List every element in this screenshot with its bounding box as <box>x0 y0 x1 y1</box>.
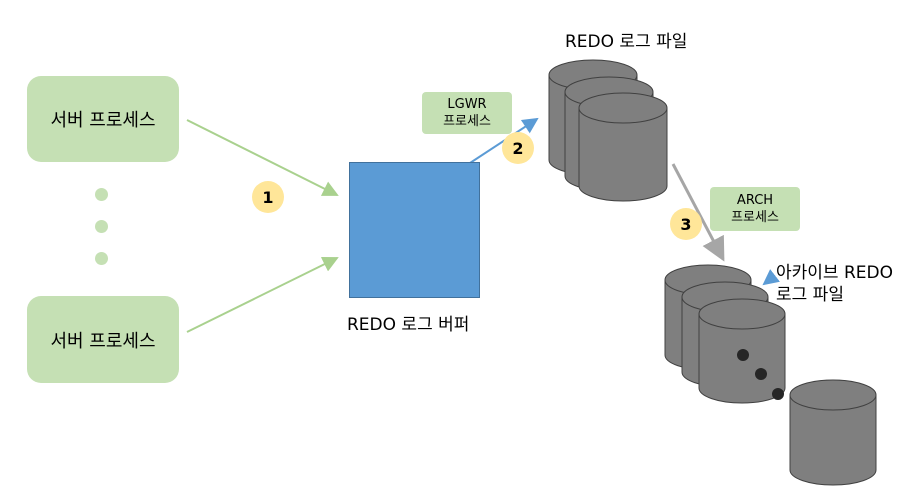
arch-name: ARCH <box>736 193 774 208</box>
arch-process-box: ARCH 프로세스 <box>710 187 800 231</box>
redo-log-buffer-label: REDO 로그 버퍼 <box>347 315 470 335</box>
arch-process-label: 프로세스 <box>731 210 779 225</box>
vertical-ellipsis-dot <box>95 220 108 233</box>
server-process-label: 서버 프로세스 <box>50 110 156 131</box>
arrow-server-bottom-to-buffer <box>186 257 339 333</box>
arrow-logfile-to-archive <box>671 163 725 262</box>
redo-log-files-label: REDO 로그 파일 <box>565 32 688 52</box>
lgwr-process-label: 프로세스 <box>443 114 491 129</box>
ellipsis-dot <box>755 368 767 380</box>
step-badge-1: 1 <box>252 181 284 213</box>
arrow-label-to-archive <box>762 269 780 286</box>
server-process-label: 서버 프로세스 <box>50 330 156 352</box>
archive-log-file-cylinder-4 <box>789 379 877 486</box>
server-process-box-bottom: 서버 프로세스 <box>27 296 179 383</box>
server-process-box-top: 서버 프로세스 <box>27 76 179 162</box>
archive-log-label-line1: 아카이브 REDO <box>776 263 893 283</box>
redo-log-buffer-box <box>349 162 480 298</box>
step-badge-2: 2 <box>502 132 534 164</box>
arrow-server-top-to-buffer <box>186 119 339 196</box>
vertical-ellipsis-dot <box>95 188 108 201</box>
archive-log-files-label: 아카이브 REDO 로그 파일 <box>776 262 893 306</box>
vertical-ellipsis-dot <box>95 252 108 265</box>
ellipsis-dot <box>772 388 784 400</box>
lgwr-name: LGWR <box>447 97 487 112</box>
redo-log-file-cylinder-3 <box>578 92 668 202</box>
step-badge-3: 3 <box>670 208 702 240</box>
ellipsis-dot <box>737 349 749 361</box>
archive-log-label-line2: 로그 파일 <box>776 285 844 305</box>
lgwr-process-box: LGWR 프로세스 <box>422 92 512 134</box>
